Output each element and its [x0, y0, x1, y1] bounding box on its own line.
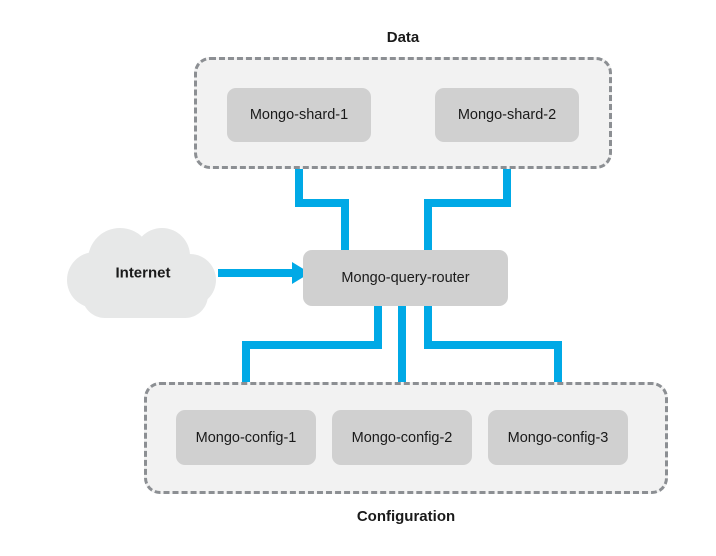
node-mongo-query-router[interactable]: Mongo-query-router — [303, 250, 508, 306]
cloud-label: Internet — [115, 264, 171, 282]
node-mongo-config-1[interactable]: Mongo-config-1 — [176, 410, 316, 465]
cloud-icon — [67, 228, 216, 318]
node-mongo-shard-1[interactable]: Mongo-shard-1 — [227, 88, 371, 142]
group-label-configuration: Configuration — [356, 508, 456, 525]
edge-router-to-shard-2 — [424, 138, 511, 250]
group-label-data: Data — [386, 29, 420, 46]
edge-router-to-config-1 — [242, 306, 382, 414]
edge-router-to-config-3 — [424, 306, 562, 414]
arrowhead-icon — [292, 262, 310, 284]
node-mongo-config-2[interactable]: Mongo-config-2 — [332, 410, 472, 465]
node-mongo-shard-2[interactable]: Mongo-shard-2 — [435, 88, 579, 142]
edge-internet-to-router — [218, 262, 310, 284]
edge-router-to-shard-1 — [295, 138, 349, 250]
node-mongo-config-3[interactable]: Mongo-config-3 — [488, 410, 628, 465]
